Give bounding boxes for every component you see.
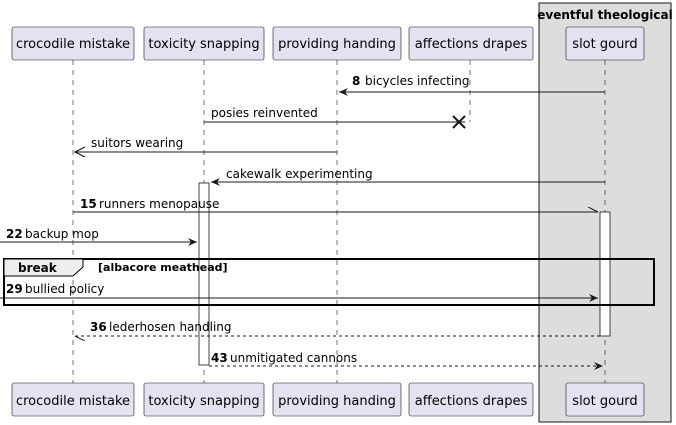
break-keyword: break <box>18 261 58 275</box>
message-bicycles-infecting: 8 bicycles infecting <box>339 74 605 96</box>
message-bullied-policy: 29 bullied policy <box>0 282 598 302</box>
svg-text:bullied policy: bullied policy <box>25 282 104 296</box>
participant-box-title: eventful theological <box>537 8 672 22</box>
break-condition: [albacore meathead] <box>98 261 228 274</box>
participant-bottom-providing-handing: providing handing <box>272 382 402 417</box>
svg-text:posies reinvented: posies reinvented <box>211 106 318 120</box>
svg-text:lederhosen handling: lederhosen handling <box>109 320 232 334</box>
break-fragment: break [albacore meathead] <box>3 258 655 306</box>
participant-top-affections-drapes: affections drapes <box>408 26 534 61</box>
message-runners-menopause: 15 runners menopause <box>73 197 598 213</box>
message-suitors-wearing: suitors wearing <box>75 136 337 152</box>
svg-text:22: 22 <box>6 227 23 241</box>
svg-text:suitors wearing: suitors wearing <box>91 136 183 150</box>
svg-text:bicycles infecting: bicycles infecting <box>365 74 469 88</box>
svg-text:affections drapes: affections drapes <box>415 37 528 52</box>
message-lederhosen-handling: 36 lederhosen handling <box>75 320 600 336</box>
participant-bottom-toxicity-snapping: toxicity snapping <box>143 382 265 417</box>
destroy-mark-icon <box>452 115 466 129</box>
svg-text:backup mop: backup mop <box>25 227 99 241</box>
svg-text:36: 36 <box>90 320 107 334</box>
activation-toxicity-snapping <box>198 182 210 366</box>
svg-text:toxicity snapping: toxicity snapping <box>148 37 259 52</box>
svg-text:toxicity snapping: toxicity snapping <box>148 394 259 409</box>
participant-top-slot-gourd: slot gourd <box>565 26 645 61</box>
svg-text:runners menopause: runners menopause <box>99 197 219 211</box>
activation-slot-gourd <box>599 211 611 337</box>
svg-text:15: 15 <box>80 197 97 211</box>
participant-bottom-slot-gourd: slot gourd <box>565 382 645 417</box>
svg-text:providing handing: providing handing <box>278 37 396 52</box>
participant-top-crocodile-mistake: crocodile mistake <box>11 26 135 61</box>
svg-text:43: 43 <box>211 351 228 365</box>
svg-text:8: 8 <box>352 74 360 88</box>
message-posies-reinvented: posies reinvented <box>204 106 466 129</box>
participant-top-providing-handing: providing handing <box>272 26 402 61</box>
message-unmitigated-cannons: 43 unmitigated cannons <box>209 351 603 370</box>
svg-text:crocodile mistake: crocodile mistake <box>16 394 130 409</box>
participant-bottom-crocodile-mistake: crocodile mistake <box>11 382 135 417</box>
svg-text:providing handing: providing handing <box>278 394 396 409</box>
svg-text:cakewalk experimenting: cakewalk experimenting <box>226 167 373 181</box>
participant-top-toxicity-snapping: toxicity snapping <box>143 26 265 61</box>
svg-text:unmitigated cannons: unmitigated cannons <box>230 351 357 365</box>
svg-text:affections drapes: affections drapes <box>415 394 528 409</box>
message-backup-mop: 22 backup mop <box>0 227 197 246</box>
svg-text:slot gourd: slot gourd <box>572 37 637 52</box>
svg-text:crocodile mistake: crocodile mistake <box>16 37 130 52</box>
message-cakewalk-experimenting: cakewalk experimenting <box>211 167 605 186</box>
participant-bottom-affections-drapes: affections drapes <box>408 382 534 417</box>
svg-text:slot gourd: slot gourd <box>572 394 637 409</box>
svg-text:29: 29 <box>6 282 23 296</box>
